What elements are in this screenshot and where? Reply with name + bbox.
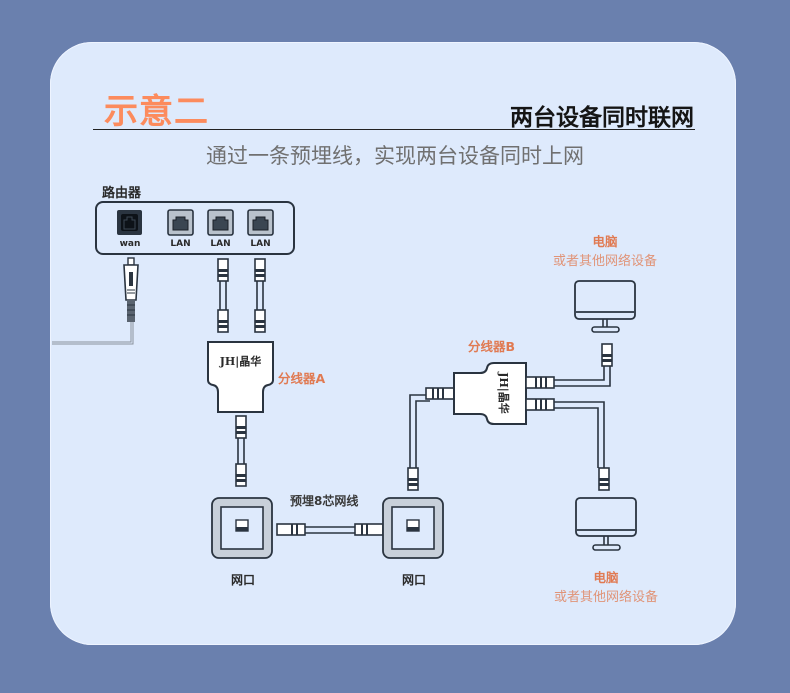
embedded-cable-label: 预埋8芯网线 [290,494,359,508]
wan-port [117,210,142,235]
wall-port-1 [211,497,273,559]
splitter-a: JH|晶华 [207,341,274,487]
splitter-b: JH|晶华 [453,362,555,425]
wan-cable [52,257,139,345]
diagram-heading: 两台设备同时联网 [510,105,694,131]
router-label: 路由器 [102,186,142,201]
computer-2-subtitle: 或者其他网络设备 [553,590,658,605]
computer-1-subtitle: 或者其他网络设备 [552,254,657,269]
title-divider [93,129,695,130]
port-label-lan-1: LAN [170,239,191,249]
router [95,201,295,255]
wall-port-2 [382,497,444,559]
splitter-a-brand: JH|晶华 [219,354,262,368]
lan-cables-to-splitter-a [217,258,266,333]
computer-2 [575,497,637,551]
computer-2-title: 电脑 [593,570,619,585]
embedded-cable [276,523,384,536]
splitter-b-label: 分线器B [468,339,516,354]
splitter-b-brand: JH|晶华 [497,371,511,414]
lan-port-1 [167,209,194,236]
diagram-title: 示意二 [104,92,209,132]
diagram-subtitle: 通过一条预埋线，实现两台设备同时上网 [206,144,584,168]
computer-1 [574,280,636,333]
port-label-lan-3: LAN [250,239,271,249]
wall-port-1-label: 网口 [230,573,255,587]
lan-port-3 [247,209,274,236]
splitter-a-label: 分线器A [278,371,326,386]
computer-2-label: 电脑 或者其他网络设备 [541,567,671,605]
wall-port-2-label: 网口 [401,573,426,587]
lan-port-2 [207,209,234,236]
cables-to-computers [554,343,613,491]
computer-1-title: 电脑 [592,234,618,249]
computer-1-label: 电脑 或者其他网络设备 [540,231,670,269]
port-label-lan-2: LAN [210,239,231,249]
cable-to-splitter-b [407,387,455,491]
port-label-wan: wan [119,239,141,249]
